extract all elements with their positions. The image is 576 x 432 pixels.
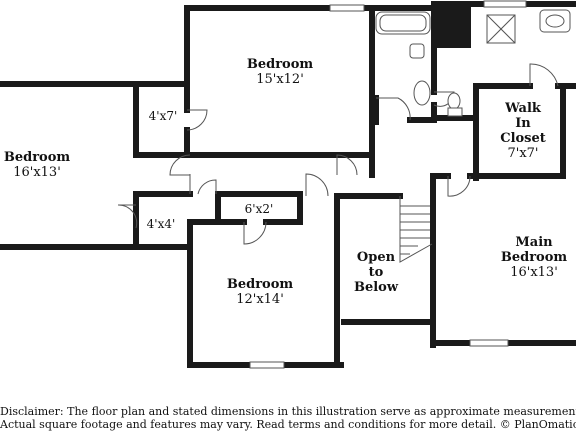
open-to-below-label: Open to Below xyxy=(346,250,406,295)
main-bedroom-label: Main Bedroom 16'x13' xyxy=(494,235,574,280)
disclaimer-line1: Disclaimer: The floor plan and stated di… xyxy=(0,405,576,418)
closet-4x4-dims: 4'x4' xyxy=(146,217,176,231)
fixtures xyxy=(375,9,571,117)
walk-in-closet-line1: Walk xyxy=(505,101,541,116)
open-to-below-line1: Open xyxy=(356,250,396,265)
bedroom-top-dims: 15'x12' xyxy=(256,72,304,87)
main-bedroom-dims: 16'x13' xyxy=(510,265,558,280)
bedroom-left-dims: 16'x13' xyxy=(13,165,61,180)
open-to-below-line3: Below xyxy=(353,280,399,295)
bedroom-bottom-name: Bedroom xyxy=(226,277,294,292)
windows xyxy=(249,0,527,369)
bedroom-top-label: Bedroom 15'x12' xyxy=(238,57,322,87)
bedroom-left-name: Bedroom xyxy=(3,150,71,165)
main-bedroom-line2: Bedroom xyxy=(500,250,568,265)
main-bedroom-line1: Main xyxy=(515,235,553,250)
disclaimer-line2: Actual square footage and features may v… xyxy=(0,418,576,431)
walls xyxy=(0,1,576,368)
closet-4x4-label: 4'x4' xyxy=(139,217,183,232)
walk-in-closet-label: Walk In Closet 7'x7' xyxy=(492,101,554,161)
open-to-below-line2: to xyxy=(368,265,384,280)
bedroom-left-label: Bedroom 16'x13' xyxy=(0,150,74,180)
bedroom-bottom-label: Bedroom 12'x14' xyxy=(218,277,302,307)
shaft xyxy=(436,4,471,48)
closet-6x2-dims: 6'x2' xyxy=(244,202,274,216)
walk-in-closet-dims: 7'x7' xyxy=(507,146,539,161)
closet-6x2-label: 6'x2' xyxy=(236,202,282,217)
stairs xyxy=(399,196,433,263)
closet-4x7-label: 4'x7' xyxy=(141,109,185,124)
bedroom-top-name: Bedroom xyxy=(246,57,314,72)
disclaimer: Disclaimer: The floor plan and stated di… xyxy=(0,405,576,431)
walk-in-closet-line2: In xyxy=(515,116,531,131)
walk-in-closet-line3: Closet xyxy=(500,131,546,146)
closet-4x7-dims: 4'x7' xyxy=(148,109,178,123)
bedroom-bottom-dims: 12'x14' xyxy=(236,292,284,307)
